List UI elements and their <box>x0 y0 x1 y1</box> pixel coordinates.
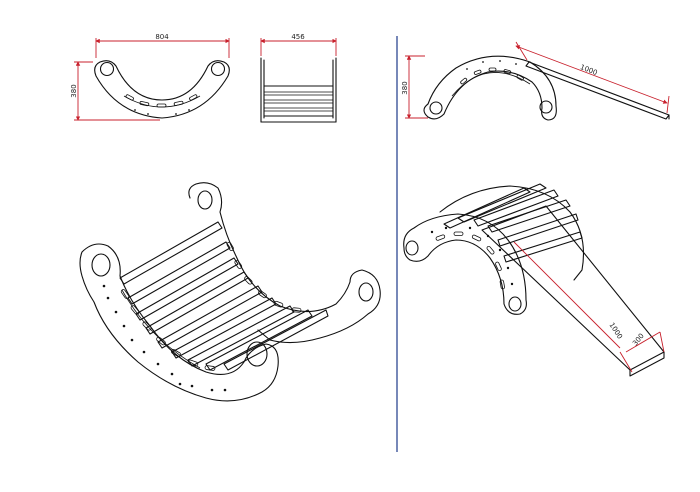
rocker-depth-dimension: 456 <box>260 33 337 56</box>
rocker-front-view <box>260 57 337 123</box>
ramp-length-top-label: 1000 <box>579 63 599 77</box>
rocker-height-label: 380 <box>70 84 78 97</box>
ramp-width-iso-label: 300 <box>631 332 646 347</box>
rocker-depth-label: 456 <box>291 33 305 41</box>
ramp-length-dimension-iso: 1000 <box>513 241 633 373</box>
arch-ramp-isometric-view <box>403 183 665 377</box>
arch-height-label: 380 <box>401 81 409 94</box>
arch-ramp-side-view <box>423 55 670 121</box>
ramp-length-dimension-top: 1000 <box>515 41 670 114</box>
ramp-width-dimension-iso: 300 <box>625 331 665 353</box>
rocker-width-label: 804 <box>155 33 169 41</box>
rocker-side-view <box>94 60 230 119</box>
rocker-height-dimension: 380 <box>70 61 160 121</box>
rocker-width-dimension: 804 <box>95 33 230 58</box>
arch-height-dimension: 380 <box>401 55 428 119</box>
rocker-isometric-view <box>79 182 381 402</box>
